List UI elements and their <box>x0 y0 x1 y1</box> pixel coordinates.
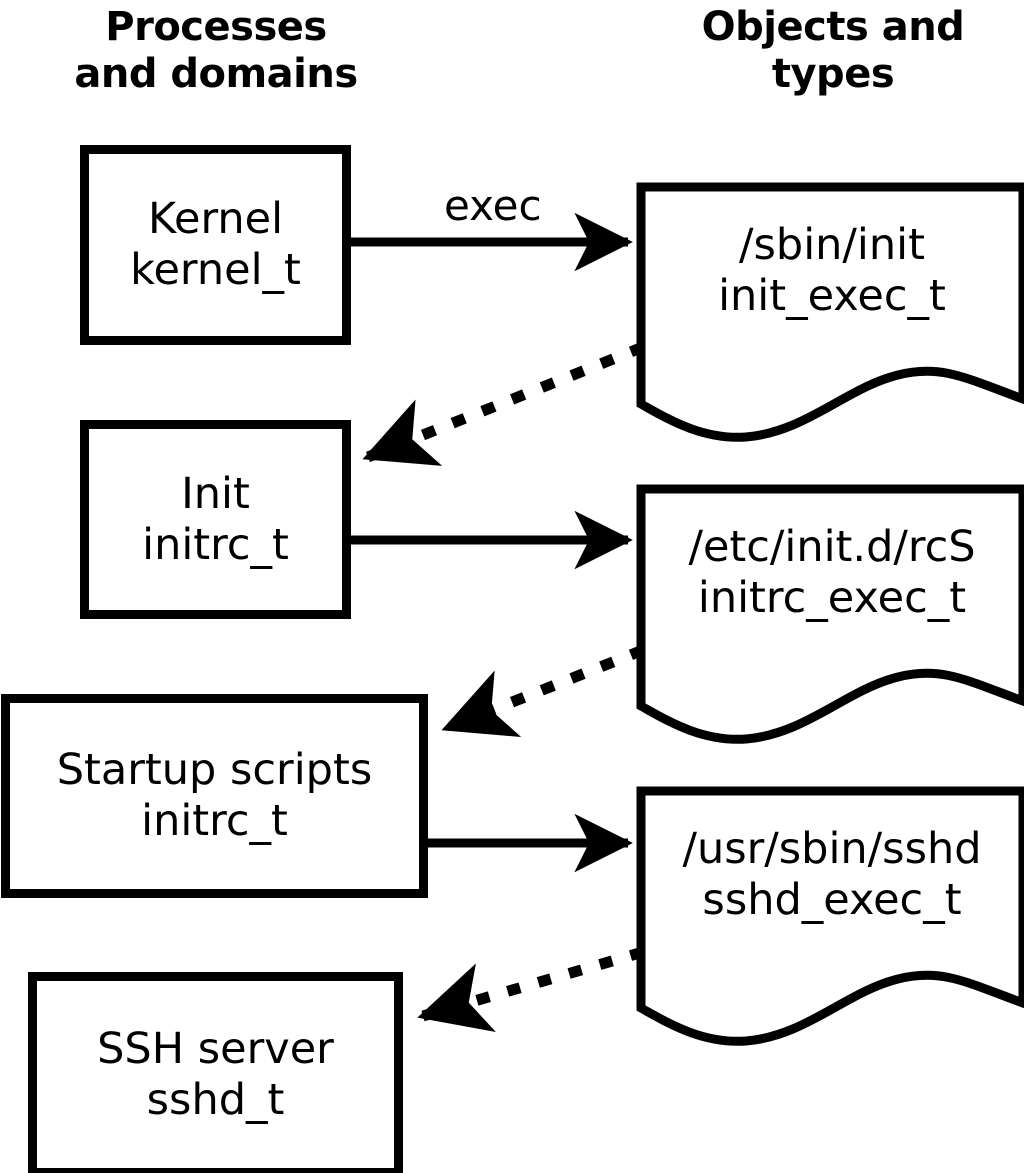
process-type-kernel: kernel_t <box>130 245 301 295</box>
process-box-init[interactable]: Init initrc_t <box>80 420 351 619</box>
column-heading-processes: Processes and domains <box>74 4 358 98</box>
edge-init-exec-transition <box>362 341 646 466</box>
column-heading-objects: Objects and types <box>701 4 965 98</box>
process-title-init: Init <box>181 468 250 519</box>
process-type-initrc: initrc_t <box>141 796 288 846</box>
edge-sshd-exec-transition <box>417 946 645 1033</box>
process-box-initrc[interactable]: Startup scripts initrc_t <box>1 694 428 898</box>
process-type-sshd: sshd_t <box>146 1074 285 1125</box>
process-title-sshd: SSH server <box>97 1023 334 1074</box>
object-doc-initrc-exec[interactable]: /etc/init.d/rcS initrc_exec_t <box>636 484 1024 746</box>
object-doc-sshd-exec[interactable]: /usr/sbin/sshd sshd_exec_t <box>636 786 1024 1048</box>
process-box-sshd[interactable]: SSH server sshd_t <box>28 972 403 1173</box>
process-title-initrc: Startup scripts <box>56 745 373 796</box>
process-box-kernel[interactable]: Kernel kernel_t <box>80 145 351 345</box>
object-doc-init-exec[interactable]: /sbin/init init_exec_t <box>636 182 1024 444</box>
edge-label-exec: exec <box>444 181 542 230</box>
process-title-kernel: Kernel <box>147 194 284 245</box>
edge-initrc-exec-transition <box>441 644 646 737</box>
process-type-init: initrc_t <box>142 519 289 570</box>
